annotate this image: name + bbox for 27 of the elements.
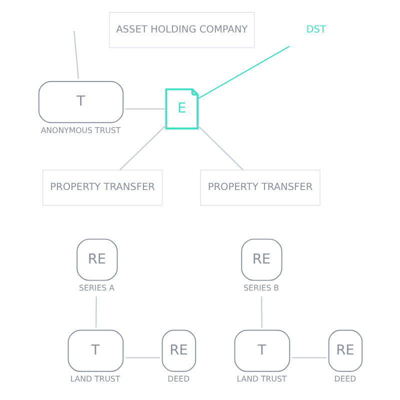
connector	[94, 296, 96, 328]
node-box: RE	[328, 330, 362, 372]
node-label: LAND TRUST	[236, 374, 286, 384]
node-box: RE	[76, 238, 118, 281]
node-label: DEED	[167, 374, 190, 384]
node-label: LAND TRUST	[70, 374, 120, 384]
connector	[124, 108, 166, 110]
connector	[291, 357, 326, 358]
node-box: T	[67, 330, 124, 372]
connector	[73, 31, 78, 79]
node-label: SERIES A	[78, 284, 114, 293]
node-box: RE	[161, 330, 196, 372]
node-box: RE	[240, 238, 282, 281]
connector	[124, 357, 160, 358]
node-box: PROPERTY TRANSFER	[200, 170, 320, 206]
connector	[196, 125, 243, 170]
node-box: T	[234, 330, 290, 372]
node-box: PROPERTY TRANSFER	[42, 170, 162, 206]
node-box: ASSET HOLDING COMPANY	[108, 12, 254, 48]
node-label: ANONYMOUS TRUST	[40, 126, 120, 135]
node-box: T	[38, 80, 124, 124]
connector	[260, 296, 262, 328]
connector	[118, 124, 166, 170]
node-label: DEED	[334, 374, 356, 384]
node-label: SERIES B	[243, 284, 279, 293]
node-text: DST	[306, 24, 326, 36]
connector	[197, 46, 290, 100]
